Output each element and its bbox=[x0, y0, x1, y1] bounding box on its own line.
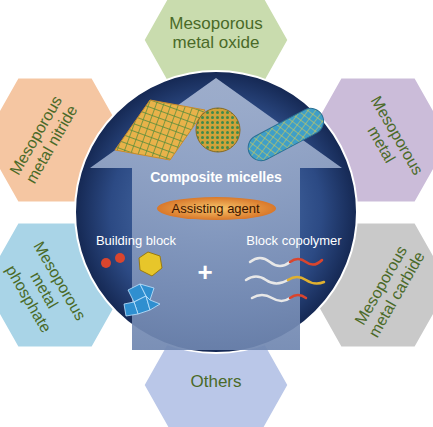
micelles-label: Composite micelles bbox=[150, 169, 282, 185]
plus-sign: + bbox=[197, 257, 212, 288]
ellipse-label: Assisting agent bbox=[172, 201, 260, 216]
hexagon-label: Mesoporous metal oxide bbox=[158, 14, 274, 52]
copolymer-label: Block copolymer bbox=[246, 233, 341, 248]
hexagon-label: Others bbox=[161, 372, 271, 391]
building-block-label: Building block bbox=[96, 233, 176, 248]
assisting-agent-ellipse: Assisting agent bbox=[156, 196, 276, 221]
